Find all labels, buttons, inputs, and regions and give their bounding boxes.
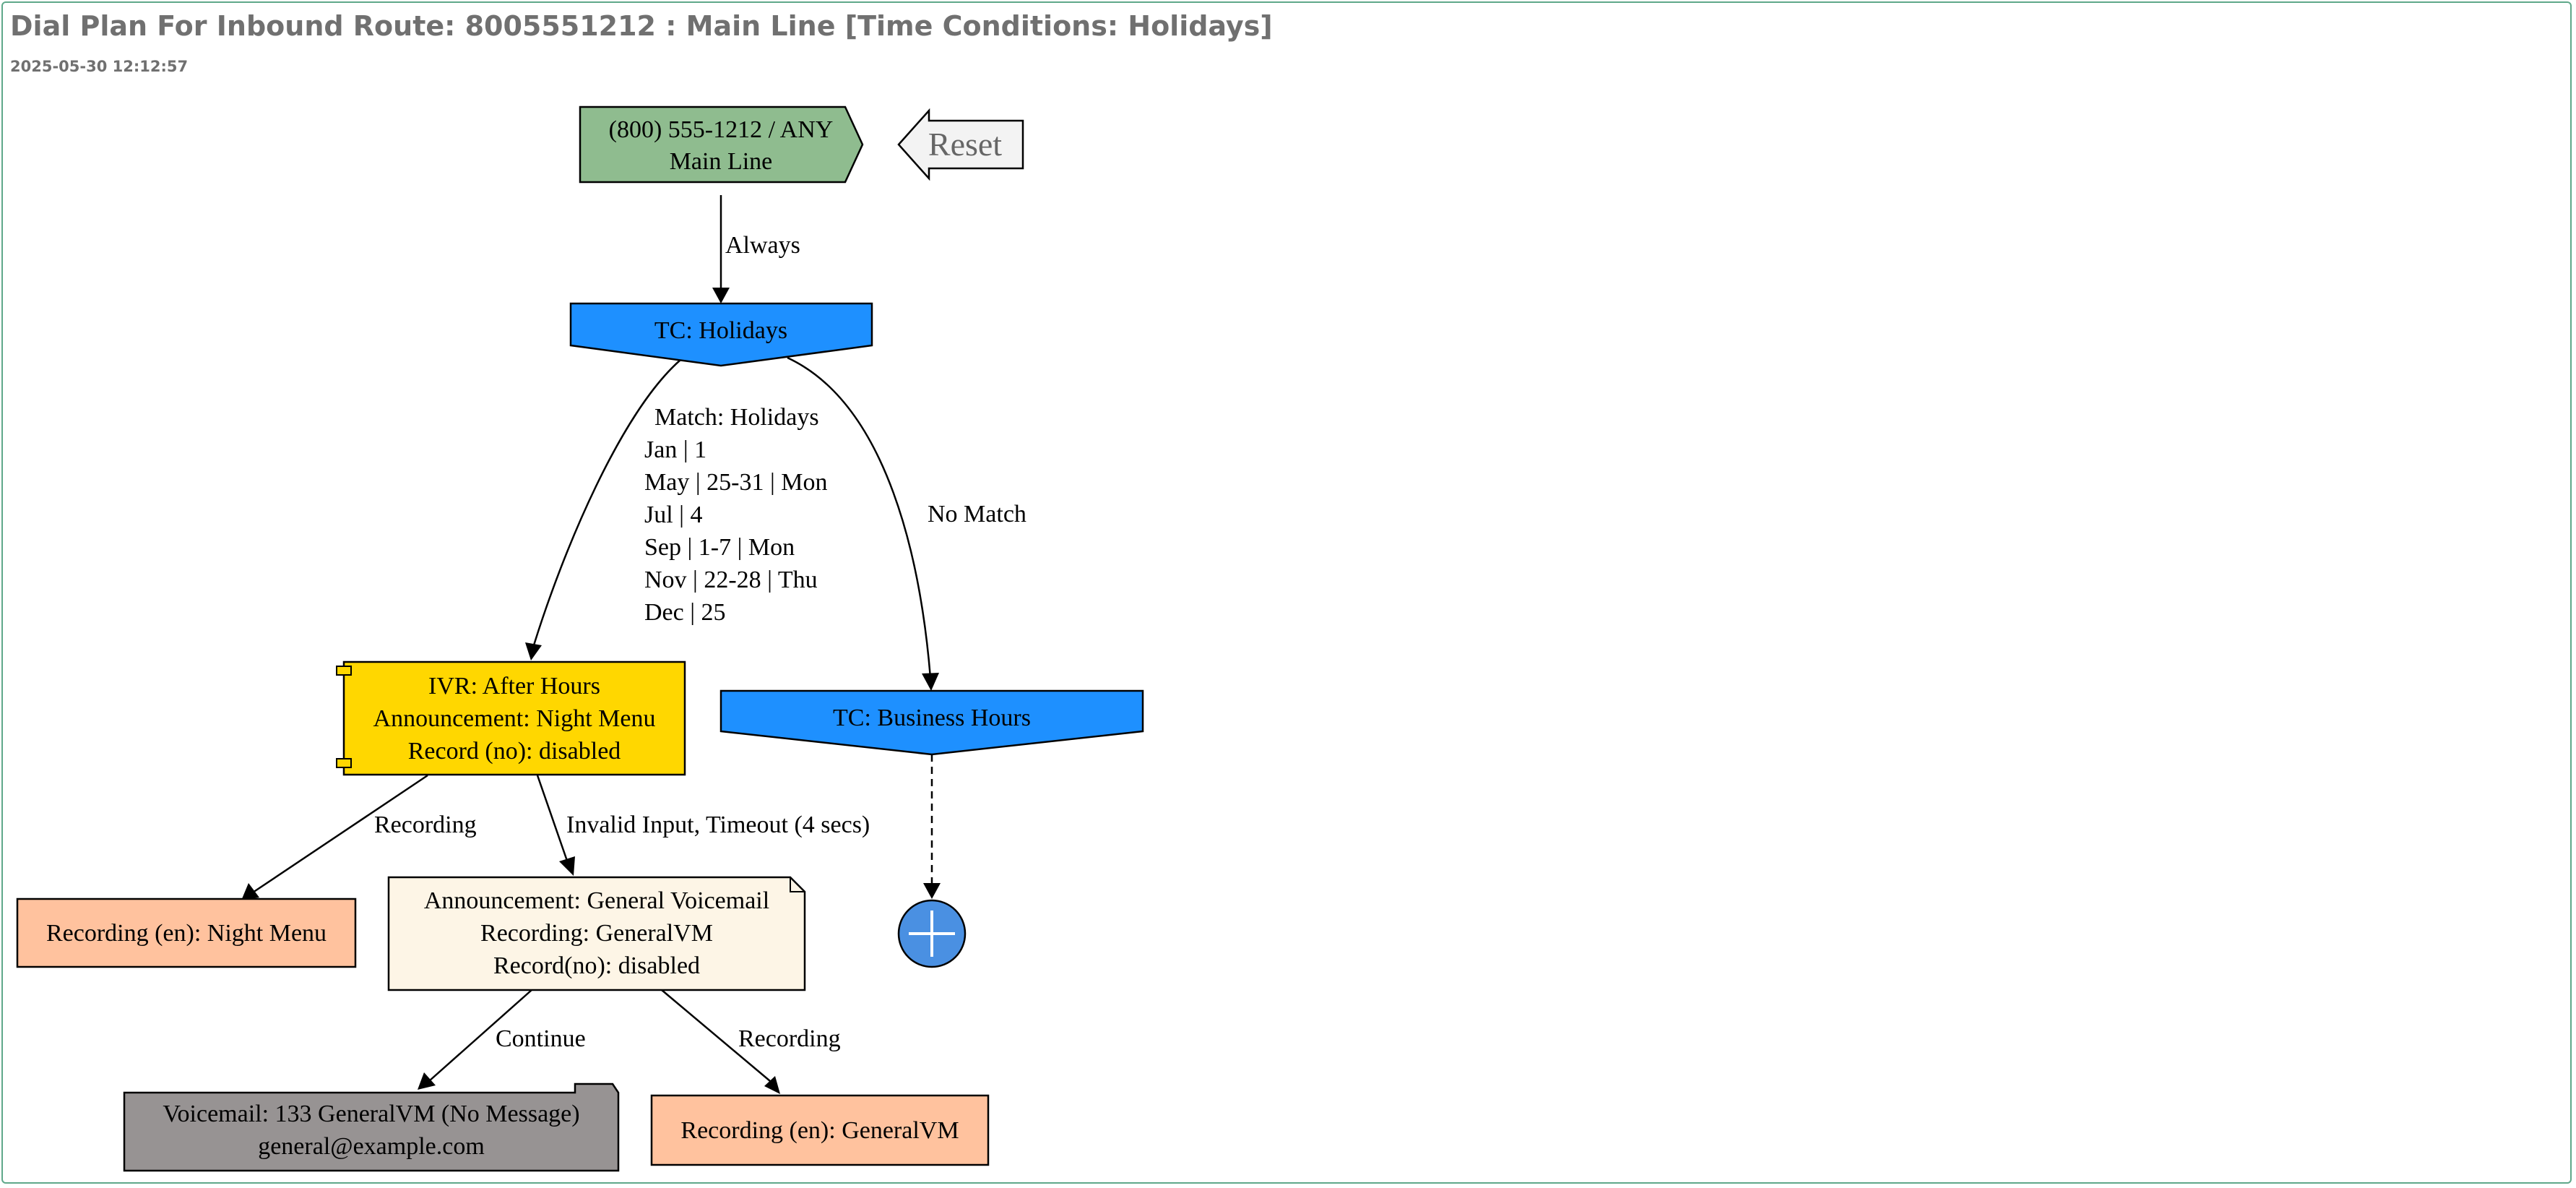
edge-business-hours-continue [923,754,941,899]
edge-label-no-match: No Match [928,501,1026,528]
arrowhead [922,673,939,691]
arrowhead [559,856,575,876]
node-shape [123,1082,620,1172]
recording-night-menu-label: Recording (en): Night Menu [46,920,327,947]
node-recording-general-vm[interactable]: Recording (en): GeneralVM [650,1094,990,1166]
voicemail-email: general@example.com [258,1133,485,1160]
node-shape [342,660,686,776]
edge-line [536,775,569,864]
match-rule-label: Dec | 25 [644,599,726,626]
plus-icon [909,911,955,957]
reset-label: Reset [928,126,1002,163]
ivr-announcement: Announcement: Night Menu [373,705,656,732]
match-rule-label: Jan | 1 [644,436,706,463]
announcement-name: Announcement: General Voicemail [424,887,769,914]
edge-ivr-recording: Recording [241,774,477,900]
arrowhead [525,642,542,660]
reset-button[interactable]: Reset [897,108,1024,181]
edge-line [252,774,428,894]
edge-label-invalid-timeout: Invalid Input, Timeout (4 secs) [566,812,870,838]
match-rule-label: May | 25-31 | Mon [644,469,828,496]
arrowhead [241,883,259,900]
tc-holidays-label: TC: Holidays [654,317,787,344]
arrowhead [712,288,730,304]
match-rule-label: Match: Holidays [654,404,819,431]
edge-line [661,989,771,1082]
edge-always: Always [712,195,800,304]
edge-line [532,359,681,648]
match-rule-label: Sep | 1-7 | Mon [644,534,795,561]
node-shape [16,898,357,968]
node-shape [569,302,873,367]
edge-line [787,356,932,679]
node-shape [650,1094,990,1166]
arrowhead [418,1072,436,1090]
edge-ivr-invalid-timeout: Invalid Input, Timeout (4 secs) [536,775,870,876]
edge-line [428,989,532,1082]
edge-label-announcement-recording: Recording [738,1025,841,1052]
node-announcement-general-voicemail[interactable]: Announcement: General Voicemail Recordin… [387,876,806,991]
tc-business-hours-label: TC: Business Hours [833,705,1031,731]
voicemail-box-name: Voicemail: 133 GeneralVM (No Message) [163,1101,579,1127]
inbound-route-number: (800) 555-1212 / ANY [609,116,834,143]
reset-arrow-shape [897,108,1024,181]
edge-announcement-recording: Recording [661,989,841,1094]
ivr-record-setting: Record (no): disabled [408,738,621,765]
match-rule-label: Jul | 4 [644,502,702,528]
match-rule-label: Nov | 22-28 | Thu [644,567,818,593]
page-timestamp: 2025-05-30 12:12:57 [10,58,189,75]
page-title: Dial Plan For Inbound Route: 8005551212 … [10,10,1273,42]
node-inbound-route[interactable]: (800) 555-1212 / ANY Main Line [579,106,864,184]
edge-announcement-continue: Continue [418,989,586,1090]
edge-label-ivr-recording: Recording [374,812,477,838]
arrowhead [764,1076,780,1094]
node-shape [387,876,806,991]
component-tab [336,666,352,676]
node-shape [579,106,864,184]
recording-general-vm-label: Recording (en): GeneralVM [680,1117,959,1144]
ivr-name: IVR: After Hours [428,673,600,700]
add-destination-button[interactable] [897,899,967,968]
edge-label-continue: Continue [496,1025,586,1052]
note-fold [790,877,805,892]
node-shape [719,689,1144,756]
node-tc-holidays[interactable]: TC: Holidays [569,302,873,367]
node-voicemail-general[interactable]: Voicemail: 133 GeneralVM (No Message) ge… [123,1082,620,1172]
edge-no-match: No Match [787,356,1026,691]
node-tc-business-hours[interactable]: TC: Business Hours [719,689,1144,756]
announcement-record-setting: Record(no): disabled [493,952,700,979]
edge-match-holidays: Match: Holidays Jan | 1 May | 25-31 | Mo… [525,359,828,660]
node-recording-night-menu[interactable]: Recording (en): Night Menu [16,898,357,968]
announcement-recording: Recording: GeneralVM [480,920,713,947]
node-ivr-after-hours[interactable]: IVR: After Hours Announcement: Night Men… [336,660,686,776]
component-tab [336,758,352,768]
arrowhead [923,883,941,899]
edge-label-match: Match: Holidays Jan | 1 May | 25-31 | Mo… [644,404,828,626]
inbound-route-name: Main Line [670,148,773,175]
edge-label-always: Always [725,232,800,259]
